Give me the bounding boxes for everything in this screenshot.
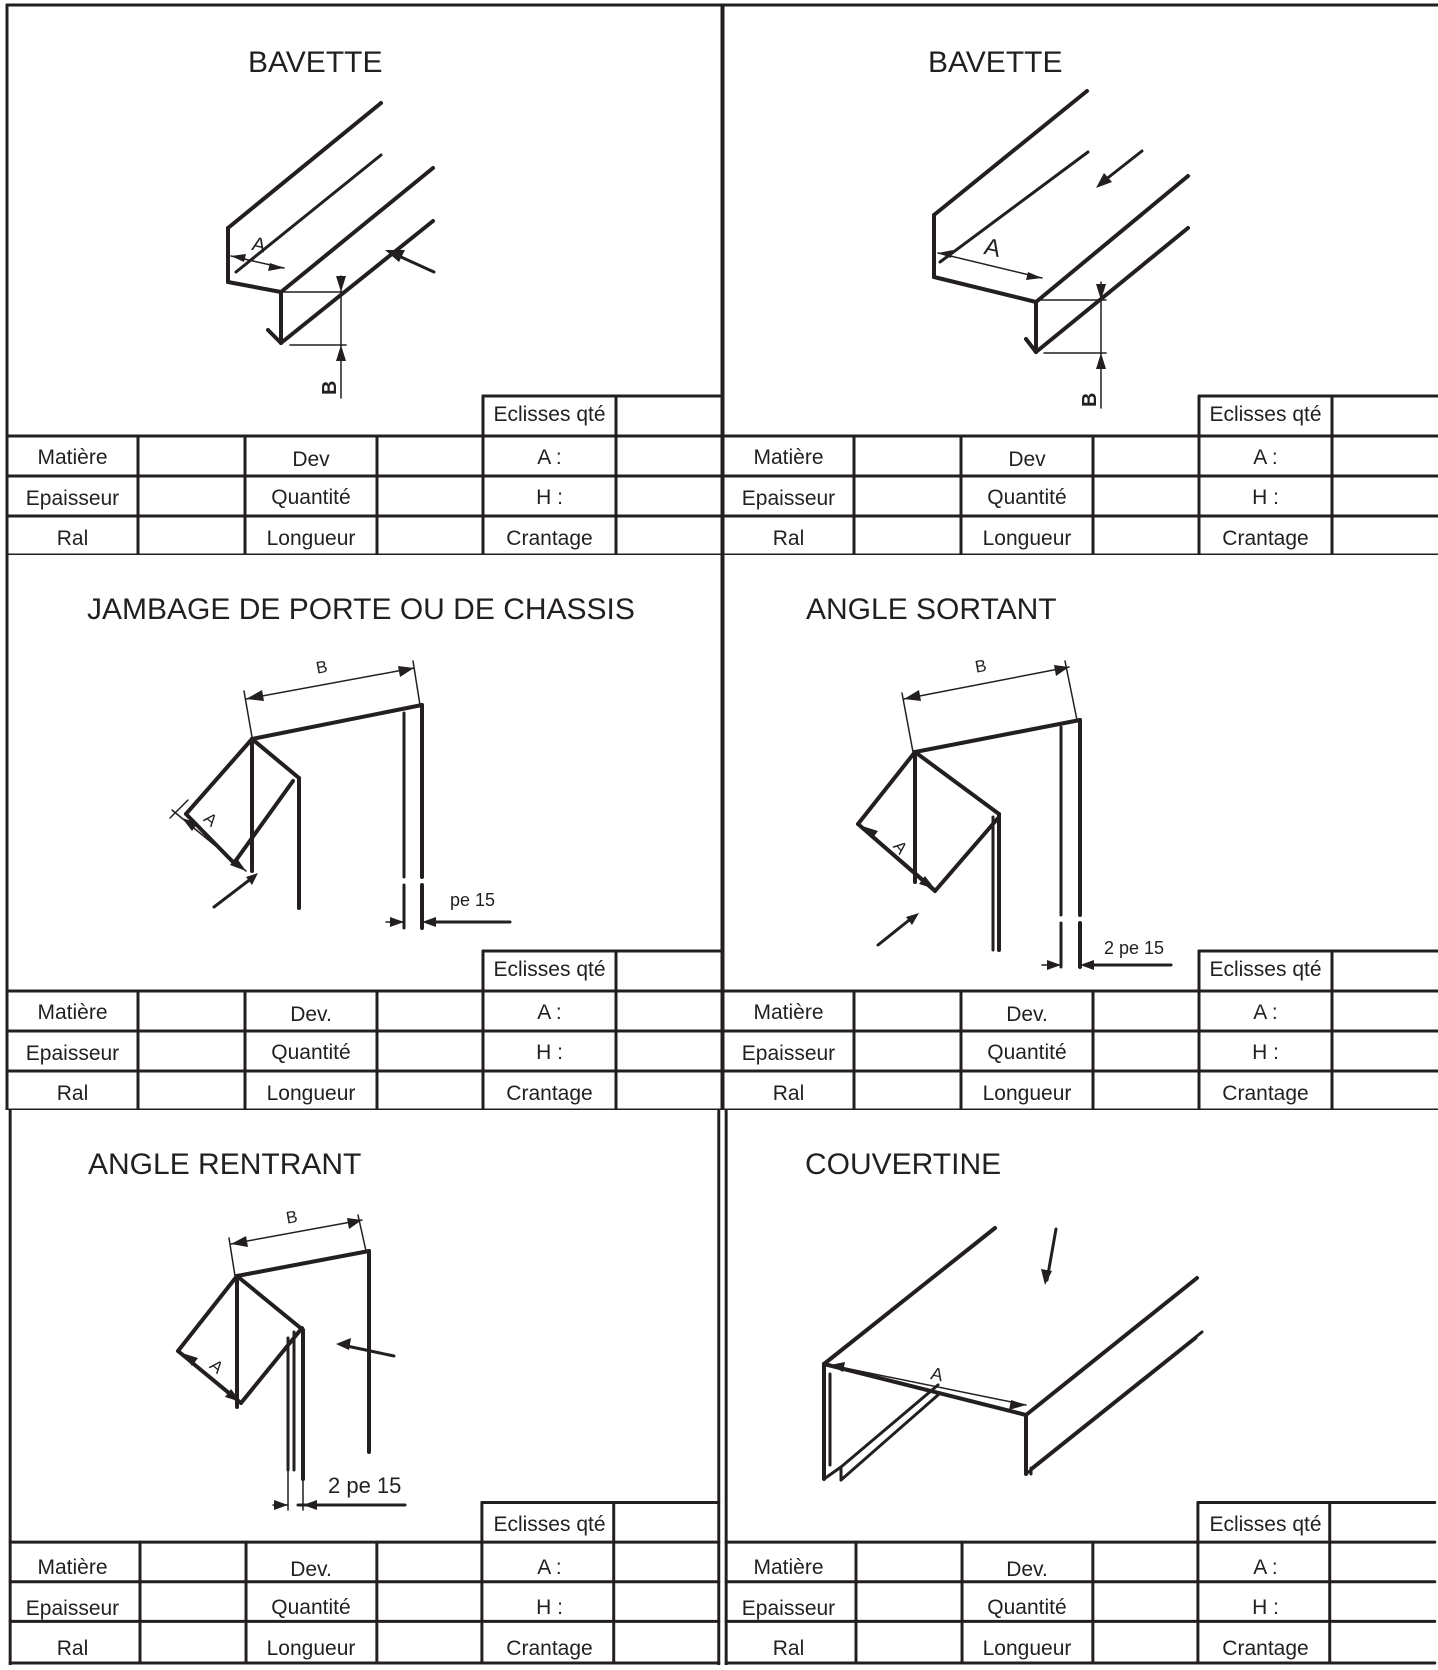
panel-title: ANGLE RENTRANT [88,1148,362,1181]
panel-frame [5,3,722,555]
panel-title: COUVERTINE [805,1148,1002,1181]
panel-frame [5,555,722,1110]
angle-sortant-profile-drawing: B A 2 pe 15 [856,656,1173,970]
dim-label-b: B [1079,393,1101,407]
label-epaisseur: Epaisseur [25,1042,120,1065]
label-quantite: Quantité [987,1596,1067,1619]
label-matiere: Matière [753,446,824,469]
label-crantage: Crantage [506,1082,593,1105]
label-quantite: Quantité [271,1596,351,1619]
label-quantite: Quantité [987,486,1067,509]
dimension-note: 2 pe 15 [1104,938,1164,958]
dim-label-a: A [929,1363,945,1385]
label-dev: Dev. [1006,1558,1048,1581]
dimension-note: 2 pe 15 [328,1473,401,1498]
label-h: H : [536,1041,563,1064]
dimension-note: pe 15 [450,890,495,910]
panel-title: JAMBAGE DE PORTE OU DE CHASSIS [87,593,635,626]
dim-label-b: B [285,1207,299,1228]
label-ral: Ral [56,1637,89,1660]
label-ral: Ral [772,1082,805,1105]
label-longueur: Longueur [266,1637,356,1660]
label-eclisses-qte: Eclisses qté [1209,403,1322,426]
label-eclisses-qte: Eclisses qté [493,958,606,981]
label-h: H : [1252,486,1279,509]
dim-label-a: A [250,233,268,257]
label-crantage: Crantage [1222,527,1309,550]
couvertine-profile-drawing: A [822,1226,1204,1482]
label-longueur: Longueur [266,1082,356,1105]
panel-frame [8,1110,721,1665]
label-epaisseur: Epaisseur [25,1597,120,1620]
label-a: A : [1253,1556,1278,1579]
label-matiere: Matière [753,1001,824,1024]
label-dev: Dev. [290,1558,332,1581]
label-ral: Ral [56,1082,89,1105]
label-matiere: Matière [37,1001,108,1024]
label-dev: Dev [292,448,330,471]
label-quantite: Quantité [271,486,351,509]
angle-rentrant-profile-drawing: B A 2 pe 15 [176,1207,407,1511]
label-epaisseur: Epaisseur [741,1597,836,1620]
label-eclisses-qte: Eclisses qté [1209,1513,1322,1536]
panel-title: BAVETTE [928,46,1063,79]
bavette-profile-drawing: A B [226,101,436,399]
label-longueur: Longueur [266,527,356,550]
panel-title: BAVETTE [248,46,383,79]
dim-label-b: B [315,657,329,678]
label-epaisseur: Epaisseur [741,487,836,510]
label-crantage: Crantage [1222,1082,1309,1105]
label-a: A : [537,446,562,469]
panel-title: ANGLE SORTANT [806,593,1057,626]
panel-frame [721,3,1438,555]
label-matiere: Matière [37,446,108,469]
label-crantage: Crantage [506,527,593,550]
dim-label-b: B [974,656,988,677]
label-crantage: Crantage [506,1637,593,1660]
label-dev: Dev [1008,448,1046,471]
panel-frame [724,1110,1437,1665]
label-h: H : [1252,1596,1279,1619]
panel-bavette-left: A B BAVETTE Eclisses qté Matière Dev A :… [0,0,722,555]
label-eclisses-qte: Eclisses qté [1209,958,1322,981]
label-longueur: Longueur [982,1082,1072,1105]
label-a: A : [537,1556,562,1579]
label-dev: Dev. [290,1003,332,1026]
panel-bavette-right: A B BAVETTE Eclisses qté Matière Dev A :… [716,0,1438,555]
label-longueur: Longueur [982,527,1072,550]
label-matiere: Matière [753,1556,824,1579]
label-dev: Dev. [1006,1003,1048,1026]
panel-frame [721,555,1438,1110]
panel-couvertine: A COUVERTINE Eclisses qté Matière Dev. A… [716,1110,1438,1665]
label-eclisses-qte: Eclisses qté [493,1513,606,1536]
label-h: H : [536,486,563,509]
label-matiere: Matière [37,1556,108,1579]
label-a: A : [1253,446,1278,469]
label-a: A : [537,1001,562,1024]
panel-angle-rentrant: B A 2 pe 15 ANGLE RENTRANT Eclisses qté … [0,1110,722,1665]
dim-label-a: A [200,809,221,831]
label-crantage: Crantage [1222,1637,1309,1660]
label-ral: Ral [56,527,89,550]
bavette-profile-drawing: A B [932,89,1190,409]
label-eclisses-qte: Eclisses qté [493,403,606,426]
label-a: A : [1253,1001,1278,1024]
jambage-profile-drawing: B A pe 15 [169,657,512,930]
dim-label-b: B [319,381,341,395]
panel-jambage: B A pe 15 JAMBAGE DE PORTE OU DE CHASSIS… [0,555,722,1110]
label-h: H : [1252,1041,1279,1064]
label-quantite: Quantité [987,1041,1067,1064]
label-quantite: Quantité [271,1041,351,1064]
panel-angle-sortant: B A 2 pe 15 ANGLE SORTANT Eclisses qté M… [716,555,1438,1110]
label-epaisseur: Epaisseur [741,1042,836,1065]
label-longueur: Longueur [982,1637,1072,1660]
label-epaisseur: Epaisseur [25,487,120,510]
label-h: H : [536,1596,563,1619]
label-ral: Ral [772,1637,805,1660]
label-ral: Ral [772,527,805,550]
dim-label-a: A [982,233,1003,263]
